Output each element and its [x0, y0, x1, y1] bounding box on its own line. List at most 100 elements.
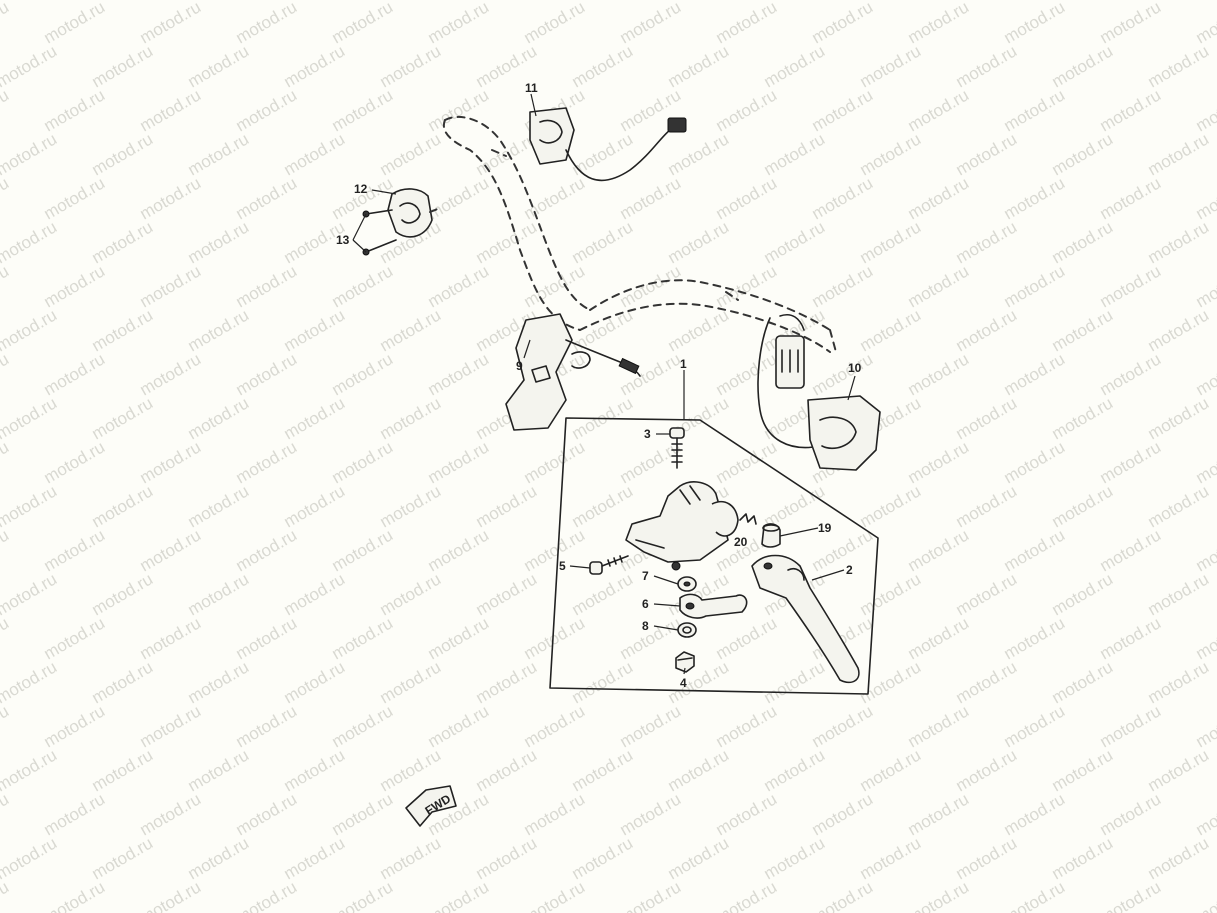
- watermark-text: motod.ru: [185, 745, 253, 795]
- watermark-text: motod.ru: [1097, 525, 1165, 575]
- watermark-text: motod.ru: [137, 525, 205, 575]
- watermark-text: motod.ru: [329, 261, 397, 311]
- watermark-text: motod.ru: [137, 85, 205, 135]
- watermark-text: motod.ru: [1001, 437, 1069, 487]
- watermark-text: motod.ru: [1049, 41, 1117, 91]
- watermark-text: motod.ru: [905, 613, 973, 663]
- watermark-text: motod.ru: [953, 305, 1021, 355]
- watermark-text: motod.ru: [953, 569, 1021, 619]
- watermark-text: motod.ru: [377, 569, 445, 619]
- watermark-text: motod.ru: [905, 85, 973, 135]
- watermark-text: motod.ru: [377, 305, 445, 355]
- watermark-text: motod.ru: [521, 525, 589, 575]
- watermark-text: motod.ru: [521, 0, 589, 47]
- watermark-text: motod.ru: [521, 261, 589, 311]
- watermark-text: motod.ru: [89, 393, 157, 443]
- watermark-text: motod.ru: [1193, 789, 1217, 839]
- watermark-text: motod.ru: [1001, 85, 1069, 135]
- watermark-text: motod.ru: [569, 833, 637, 883]
- watermark-text: motod.ru: [377, 393, 445, 443]
- watermark-text: motod.ru: [857, 569, 925, 619]
- watermark-text: motod.ru: [0, 789, 12, 839]
- watermark-text: motod.ru: [281, 41, 349, 91]
- watermark-text: motod.ru: [185, 481, 253, 531]
- watermark-text: motod.ru: [425, 349, 493, 399]
- watermark-text: motod.ru: [0, 41, 60, 91]
- watermark-text: motod.ru: [1097, 701, 1165, 751]
- watermark-text: motod.ru: [281, 481, 349, 531]
- watermark-text: motod.ru: [329, 613, 397, 663]
- watermark-text: motod.ru: [233, 525, 301, 575]
- watermark-text: motod.ru: [905, 437, 973, 487]
- callout-7: 7: [642, 569, 649, 583]
- watermark-text: motod.ru: [329, 173, 397, 223]
- watermark-text: motod.ru: [473, 745, 541, 795]
- watermark-text: motod.ru: [0, 129, 60, 179]
- watermark-text: motod.ru: [0, 393, 60, 443]
- watermark-text: motod.ru: [89, 129, 157, 179]
- watermark-text: motod.ru: [1145, 41, 1213, 91]
- watermark-text: motod.ru: [1193, 525, 1217, 575]
- watermark-text: motod.ru: [1193, 877, 1217, 913]
- watermark-text: motod.ru: [713, 789, 781, 839]
- watermark-text: motod.ru: [1001, 349, 1069, 399]
- watermark-text: motod.ru: [1193, 613, 1217, 663]
- watermark-text: motod.ru: [41, 877, 109, 913]
- watermark-text: motod.ru: [0, 833, 60, 883]
- watermark-text: motod.ru: [185, 569, 253, 619]
- watermark-text: motod.ru: [137, 877, 205, 913]
- watermark-text: motod.ru: [41, 525, 109, 575]
- watermark-text: motod.ru: [281, 657, 349, 707]
- part-2-lever: [751, 554, 860, 684]
- watermark-text: motod.ru: [809, 85, 877, 135]
- callout-4: 4: [680, 676, 687, 690]
- watermark-text: motod.ru: [713, 173, 781, 223]
- watermark-text: motod.ru: [569, 41, 637, 91]
- watermark-text: motod.ru: [0, 85, 12, 135]
- watermark-text: motod.ru: [905, 877, 973, 913]
- watermark-text: motod.ru: [953, 41, 1021, 91]
- watermark-text: motod.ru: [665, 217, 733, 267]
- callout-19: 19: [818, 521, 832, 535]
- watermark-text: motod.ru: [1145, 569, 1213, 619]
- watermark-text: motod.ru: [281, 569, 349, 619]
- watermark-text: motod.ru: [1097, 789, 1165, 839]
- watermark-text: motod.ru: [1097, 877, 1165, 913]
- callout-10: 10: [848, 361, 862, 375]
- watermark-text: motod.ru: [857, 305, 925, 355]
- callout-20: 20: [734, 535, 748, 549]
- watermark-text: motod.ru: [521, 877, 589, 913]
- watermark-text: motod.ru: [1145, 745, 1213, 795]
- watermark-text: motod.ru: [425, 877, 493, 913]
- watermark-text: motod.ru: [0, 0, 12, 47]
- watermark-text: motod.ru: [329, 85, 397, 135]
- watermark-text: motod.ru: [185, 217, 253, 267]
- watermark-text: motod.ru: [233, 789, 301, 839]
- watermark-text: motod.ru: [425, 525, 493, 575]
- watermark-text: motod.ru: [713, 877, 781, 913]
- part-7-washer: [677, 576, 697, 592]
- watermark-text: motod.ru: [89, 657, 157, 707]
- watermark-text: motod.ru: [761, 129, 829, 179]
- watermark-text: motod.ru: [329, 789, 397, 839]
- watermark-text: motod.ru: [569, 217, 637, 267]
- watermark-text: motod.ru: [569, 569, 637, 619]
- part-4-nut: [675, 651, 695, 673]
- part-6-plate: [679, 593, 748, 619]
- watermark-text: motod.ru: [425, 173, 493, 223]
- part-19-cap: [761, 523, 781, 548]
- watermark-text: motod.ru: [41, 613, 109, 663]
- watermark-text: motod.ru: [953, 657, 1021, 707]
- watermark-text: motod.ru: [905, 0, 973, 47]
- watermark-text: motod.ru: [905, 525, 973, 575]
- watermark-text: motod.ru: [425, 701, 493, 751]
- watermark-text: motod.ru: [1001, 525, 1069, 575]
- watermark-text: motod.ru: [1001, 0, 1069, 47]
- callout-9: 9: [516, 359, 523, 373]
- watermark-text: motod.ru: [233, 261, 301, 311]
- watermark-text: motod.ru: [1145, 129, 1213, 179]
- watermark-text: motod.ru: [377, 41, 445, 91]
- watermark-text: motod.ru: [233, 173, 301, 223]
- watermark-text: motod.ru: [569, 745, 637, 795]
